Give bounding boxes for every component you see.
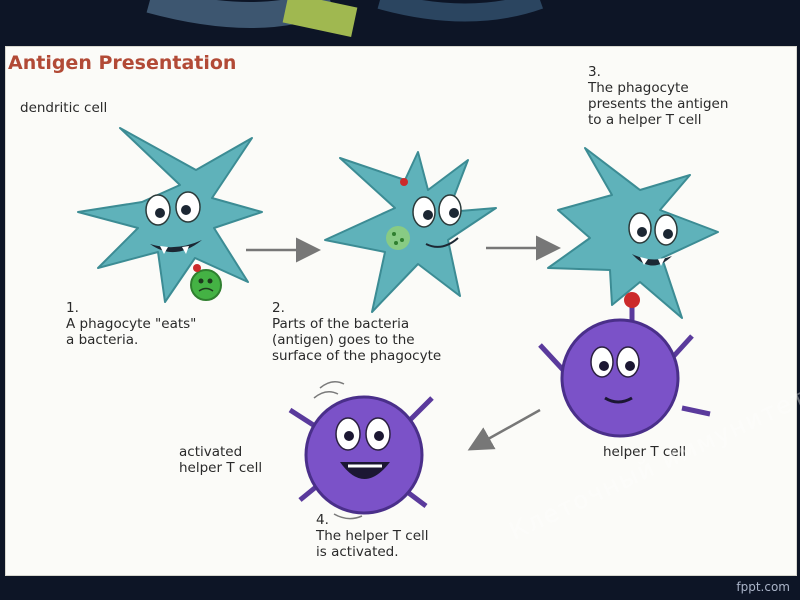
brand-label: fppt.com [736, 580, 790, 594]
label-dendritic-cell: dendritic cell [20, 100, 107, 116]
diagram-title: Antigen Presentation [8, 52, 236, 74]
